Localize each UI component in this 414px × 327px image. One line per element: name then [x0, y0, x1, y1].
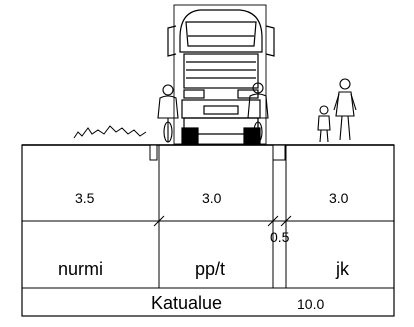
dimension-table: [21, 144, 395, 317]
curb-mid: [272, 144, 286, 161]
zone-name-jk: jk: [336, 259, 349, 279]
curb-left: [149, 144, 158, 161]
grass-illustration: [73, 125, 147, 139]
adult-pedestrian-illustration: [333, 78, 357, 141]
zone-width-pp-t: 3.0: [202, 190, 222, 206]
cyclist-right-illustration: [247, 82, 269, 143]
child-pedestrian-illustration: [317, 105, 331, 143]
dimension-tick: [280, 215, 292, 227]
zone-width-nurmi: 3.5: [75, 190, 95, 206]
cyclist-left-illustration: [157, 84, 179, 143]
dimension-tick: [267, 215, 279, 227]
total-label: Katualue: [151, 293, 223, 313]
dimension-tick: [153, 215, 165, 227]
zone-name-pp-t: pp/t: [195, 259, 226, 279]
zone-name-nurmi: nurmi: [58, 259, 104, 279]
total-width: 10.0: [297, 296, 325, 312]
zone-width-jk: 3.0: [329, 190, 349, 206]
zone-width-divider: 0.5: [270, 229, 290, 245]
